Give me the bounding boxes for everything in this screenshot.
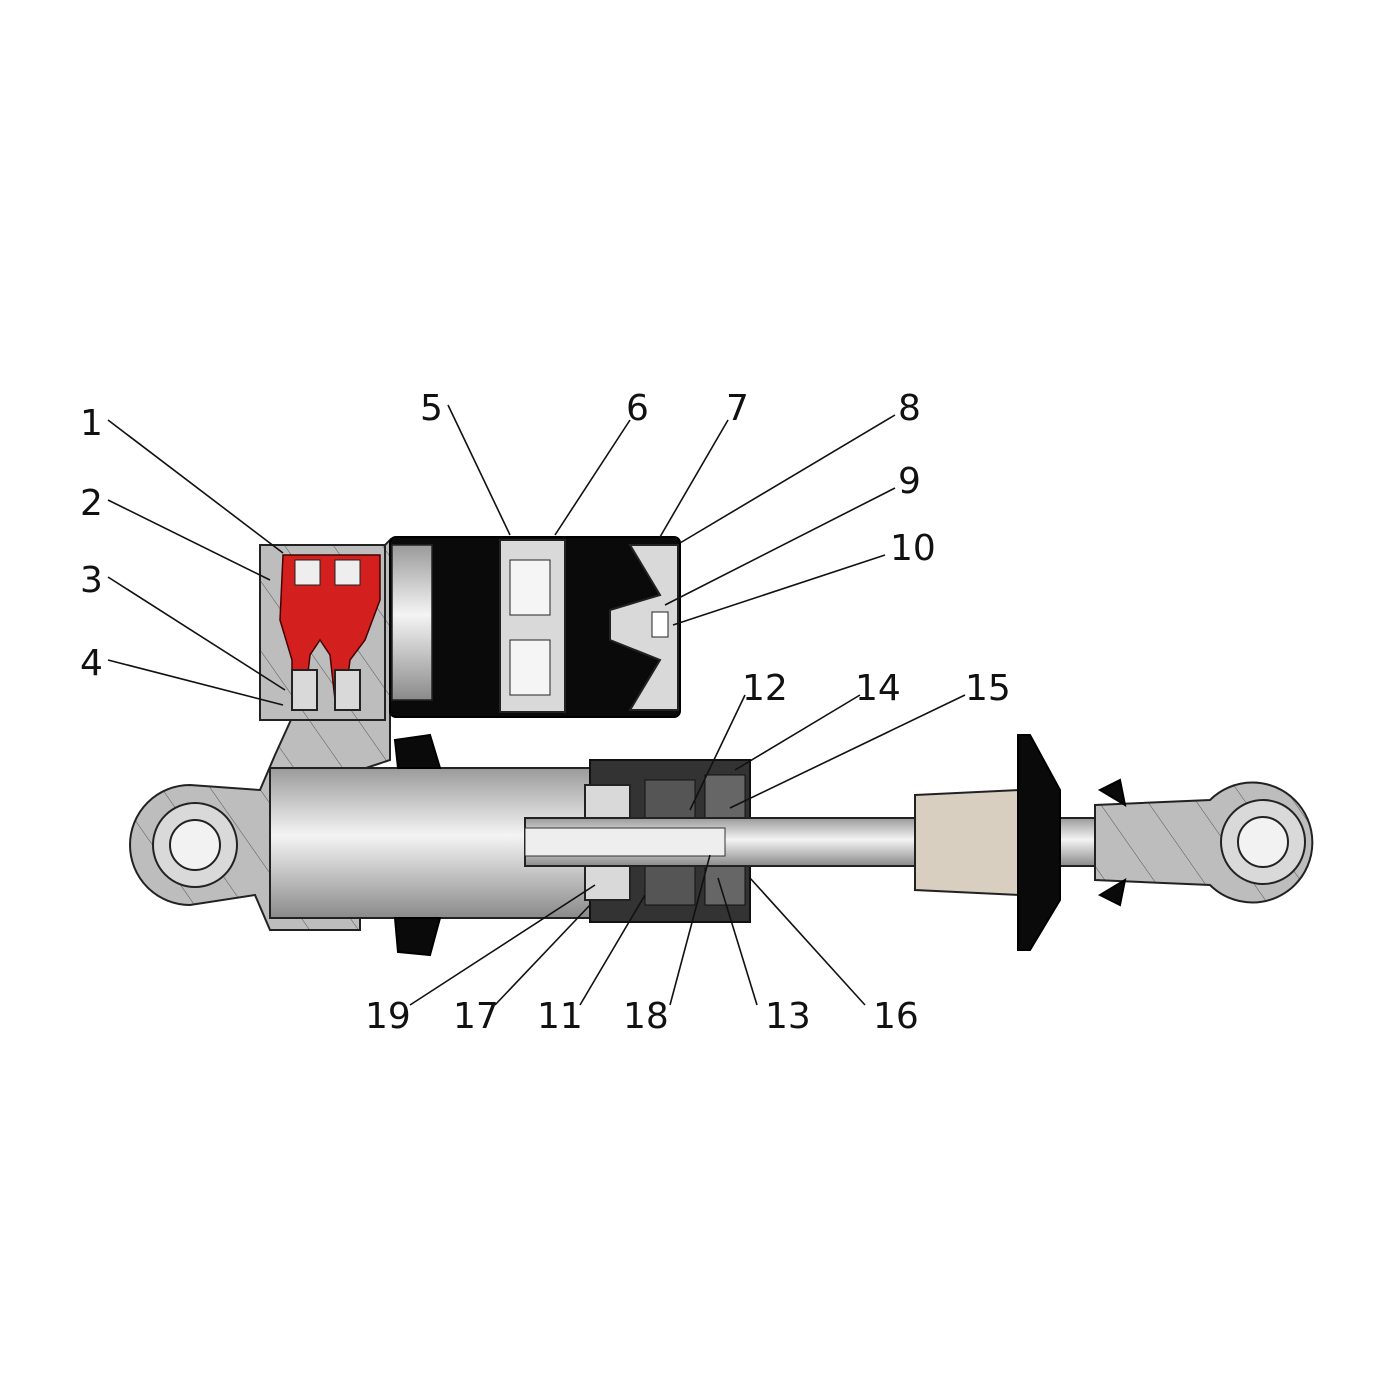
callout-labels: 1 2 3 4 5 6 7 8 9 10 11 12 13 14 15 16 1… bbox=[80, 388, 1011, 1037]
callout-9: 9 bbox=[898, 461, 921, 502]
spring-perch bbox=[1017, 734, 1061, 951]
leader-lines bbox=[107, 404, 966, 1006]
callout-12: 12 bbox=[742, 668, 788, 709]
callout-19: 19 bbox=[365, 996, 411, 1037]
callout-17: 17 bbox=[453, 996, 499, 1037]
callout-14: 14 bbox=[855, 668, 901, 709]
callout-3: 3 bbox=[80, 560, 103, 601]
callout-10: 10 bbox=[890, 528, 936, 569]
callout-18: 18 bbox=[623, 996, 669, 1037]
callout-16: 16 bbox=[873, 996, 919, 1037]
callout-8: 8 bbox=[898, 388, 921, 429]
air-can-end-cap bbox=[609, 544, 679, 711]
air-can bbox=[389, 536, 681, 718]
callout-6: 6 bbox=[626, 388, 649, 429]
callout-4: 4 bbox=[80, 643, 103, 684]
right-eyelet bbox=[1094, 778, 1314, 907]
left-eyelet bbox=[129, 537, 391, 931]
reservoir-valve bbox=[259, 544, 386, 721]
callout-15: 15 bbox=[965, 668, 1011, 709]
bottom-out-bumper bbox=[914, 788, 1021, 897]
callout-5: 5 bbox=[420, 388, 443, 429]
callout-7: 7 bbox=[726, 388, 749, 429]
callout-11: 11 bbox=[537, 996, 583, 1037]
callout-2: 2 bbox=[80, 483, 103, 524]
callout-1: 1 bbox=[80, 403, 103, 444]
callout-13: 13 bbox=[765, 996, 811, 1037]
